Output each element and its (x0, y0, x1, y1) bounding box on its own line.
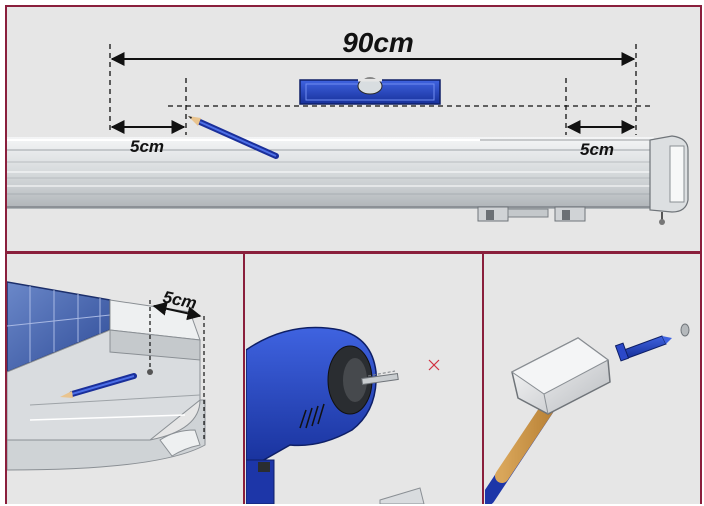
mounting-brackets (477, 206, 586, 222)
total-width-label: 90cm (342, 27, 414, 58)
drill-target-mark (428, 359, 440, 371)
wall-plug-icon (614, 335, 672, 362)
right-offset-label: 5cm (580, 140, 614, 159)
hammer-icon (485, 337, 611, 504)
mark-point (147, 369, 153, 375)
drill-icon (246, 326, 425, 504)
step1-guides (149, 300, 205, 440)
panel-frames (5, 5, 702, 504)
spirit-level-icon (299, 77, 441, 105)
awning-profile (6, 137, 654, 209)
end-cap (649, 135, 689, 225)
pencil-icon (188, 116, 279, 159)
guide-lines (109, 44, 650, 135)
step1-offset-arrow (152, 301, 202, 321)
left-offset-label: 5cm (130, 137, 164, 156)
pencil-icon (60, 373, 137, 398)
drilled-hole (680, 323, 690, 337)
